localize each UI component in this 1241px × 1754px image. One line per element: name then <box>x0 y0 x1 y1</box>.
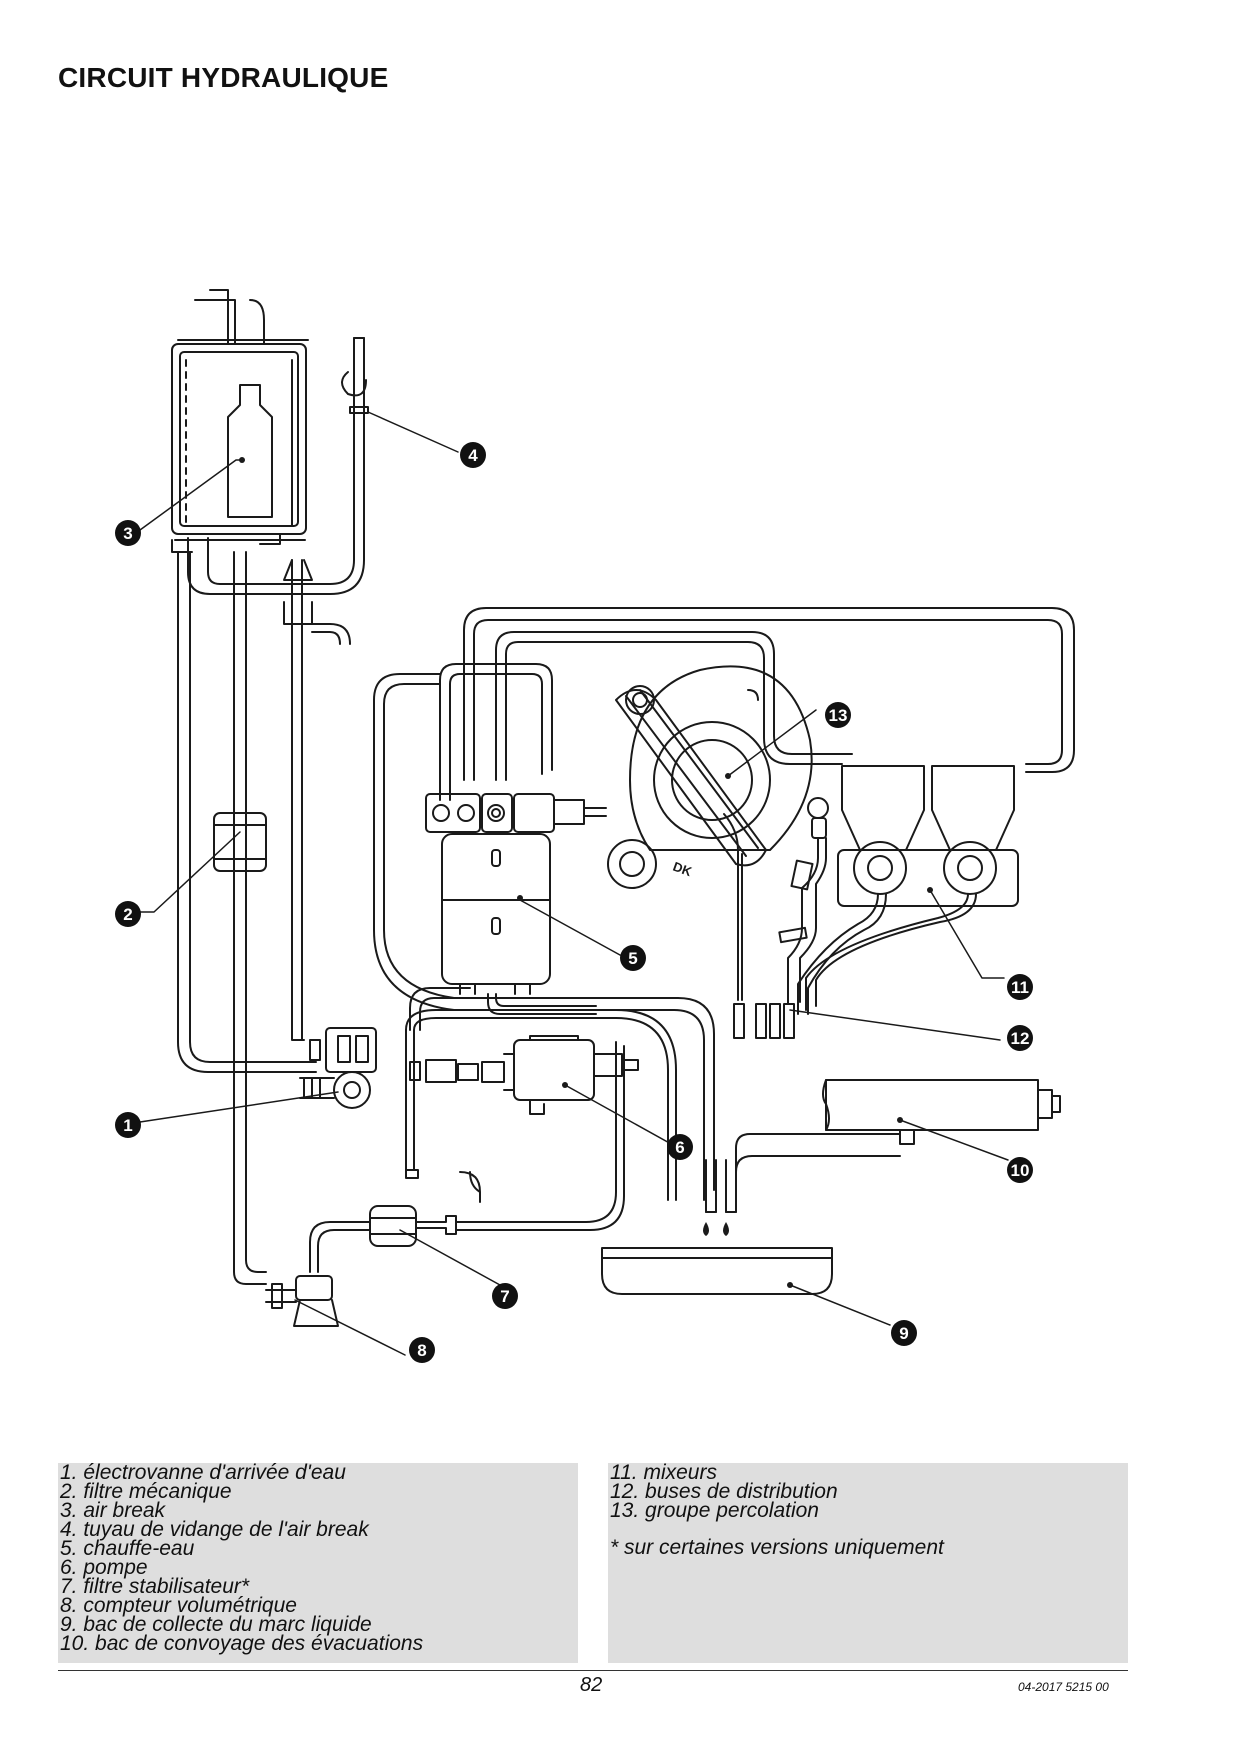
svg-text:11: 11 <box>1011 978 1029 997</box>
supply-pipes-left <box>177 551 351 1285</box>
svg-text:13: 13 <box>829 706 848 725</box>
callout-leaders <box>139 411 1009 1356</box>
distribution-nozzles <box>723 813 795 1039</box>
upper-loop-pipes <box>439 607 1075 801</box>
legend-item: 6. pompe <box>60 1556 148 1579</box>
legend-left: 1. électrovanne d'arrivée d'eau 2. filtr… <box>58 1461 578 1663</box>
callout-5: 5 <box>620 945 646 971</box>
callout-10: 10 <box>1007 1157 1033 1183</box>
svg-text:9: 9 <box>899 1324 908 1343</box>
callout-4: 4 <box>460 442 486 468</box>
legend-note: * sur certaines versions uniquement <box>610 1536 944 1559</box>
legend-item: 12. buses de distribution <box>610 1480 838 1503</box>
inlet-solenoid-valve <box>299 1027 377 1109</box>
svg-text:4: 4 <box>468 446 478 465</box>
hydraulic-circuit-diagram: DK 1 2 3 4 5 6 7 <box>115 289 1075 1363</box>
air-break <box>171 289 309 553</box>
svg-text:2: 2 <box>123 905 132 924</box>
drain-outlets <box>705 1159 737 1213</box>
legend-item: 3. air break <box>60 1499 166 1522</box>
pump <box>409 1035 639 1115</box>
percolation-unit <box>607 665 813 889</box>
callout-8: 8 <box>409 1337 435 1363</box>
document-reference: 04-2017 5215 00 <box>1018 1680 1109 1694</box>
callout-6: 6 <box>667 1134 693 1160</box>
legend-item: 4. tuyau de vidange de l'air break <box>60 1518 369 1541</box>
svg-text:5: 5 <box>628 949 637 968</box>
svg-text:7: 7 <box>500 1287 509 1306</box>
callout-12: 12 <box>1007 1025 1033 1051</box>
legend-item: 9. bac de collecte du marc liquide <box>60 1613 372 1636</box>
svg-text:1: 1 <box>123 1116 132 1135</box>
footer-divider <box>58 1670 1128 1671</box>
callout-11: 11 <box>1007 974 1033 1000</box>
legend-item: 13. groupe percolation <box>610 1499 819 1522</box>
svg-text:3: 3 <box>123 524 132 543</box>
svg-text:6: 6 <box>675 1138 684 1157</box>
svg-text:8: 8 <box>417 1341 426 1360</box>
water-heater <box>425 793 607 1015</box>
callout-badges: 1 2 3 4 5 6 7 8 <box>115 442 1033 1363</box>
liquid-grounds-tray <box>601 1247 833 1295</box>
legend-item: 1. électrovanne d'arrivée d'eau <box>60 1461 346 1484</box>
drip-icon <box>723 1222 729 1236</box>
page-number: 82 <box>580 1674 603 1696</box>
legend-item: 2. filtre mécanique <box>60 1480 232 1503</box>
stabilizing-filter <box>309 1041 625 1273</box>
volumetric-meter <box>265 1275 339 1327</box>
legend-right: 11. mixeurs 12. buses de distribution 13… <box>608 1461 1128 1663</box>
waste-conveyance-tray <box>735 1079 1061 1173</box>
mechanical-filter <box>213 812 267 872</box>
svg-text:10: 10 <box>1011 1161 1030 1180</box>
callout-7: 7 <box>492 1283 518 1309</box>
callout-3: 3 <box>115 520 141 546</box>
lower-pipes <box>373 673 715 1201</box>
drip-icon <box>703 1222 709 1236</box>
legend-item: 7. filtre stabilisateur* <box>60 1575 250 1598</box>
callout-1: 1 <box>115 1112 141 1138</box>
percolation-brand-label: DK <box>671 859 694 880</box>
page-title: CIRCUIT HYDRAULIQUE <box>58 62 389 93</box>
air-break-drain-pipe <box>187 337 369 595</box>
svg-text:12: 12 <box>1011 1029 1030 1048</box>
callout-13: 13 <box>825 702 851 728</box>
legend-item: 5. chauffe-eau <box>60 1537 195 1560</box>
legend-item: 8. compteur volumétrique <box>60 1594 297 1617</box>
legend-item: 10. bac de convoyage des évacuations <box>60 1632 424 1655</box>
mixers <box>778 765 1019 1015</box>
legend-item: 11. mixeurs <box>610 1461 717 1484</box>
callout-2: 2 <box>115 901 141 927</box>
callout-9: 9 <box>891 1320 917 1346</box>
